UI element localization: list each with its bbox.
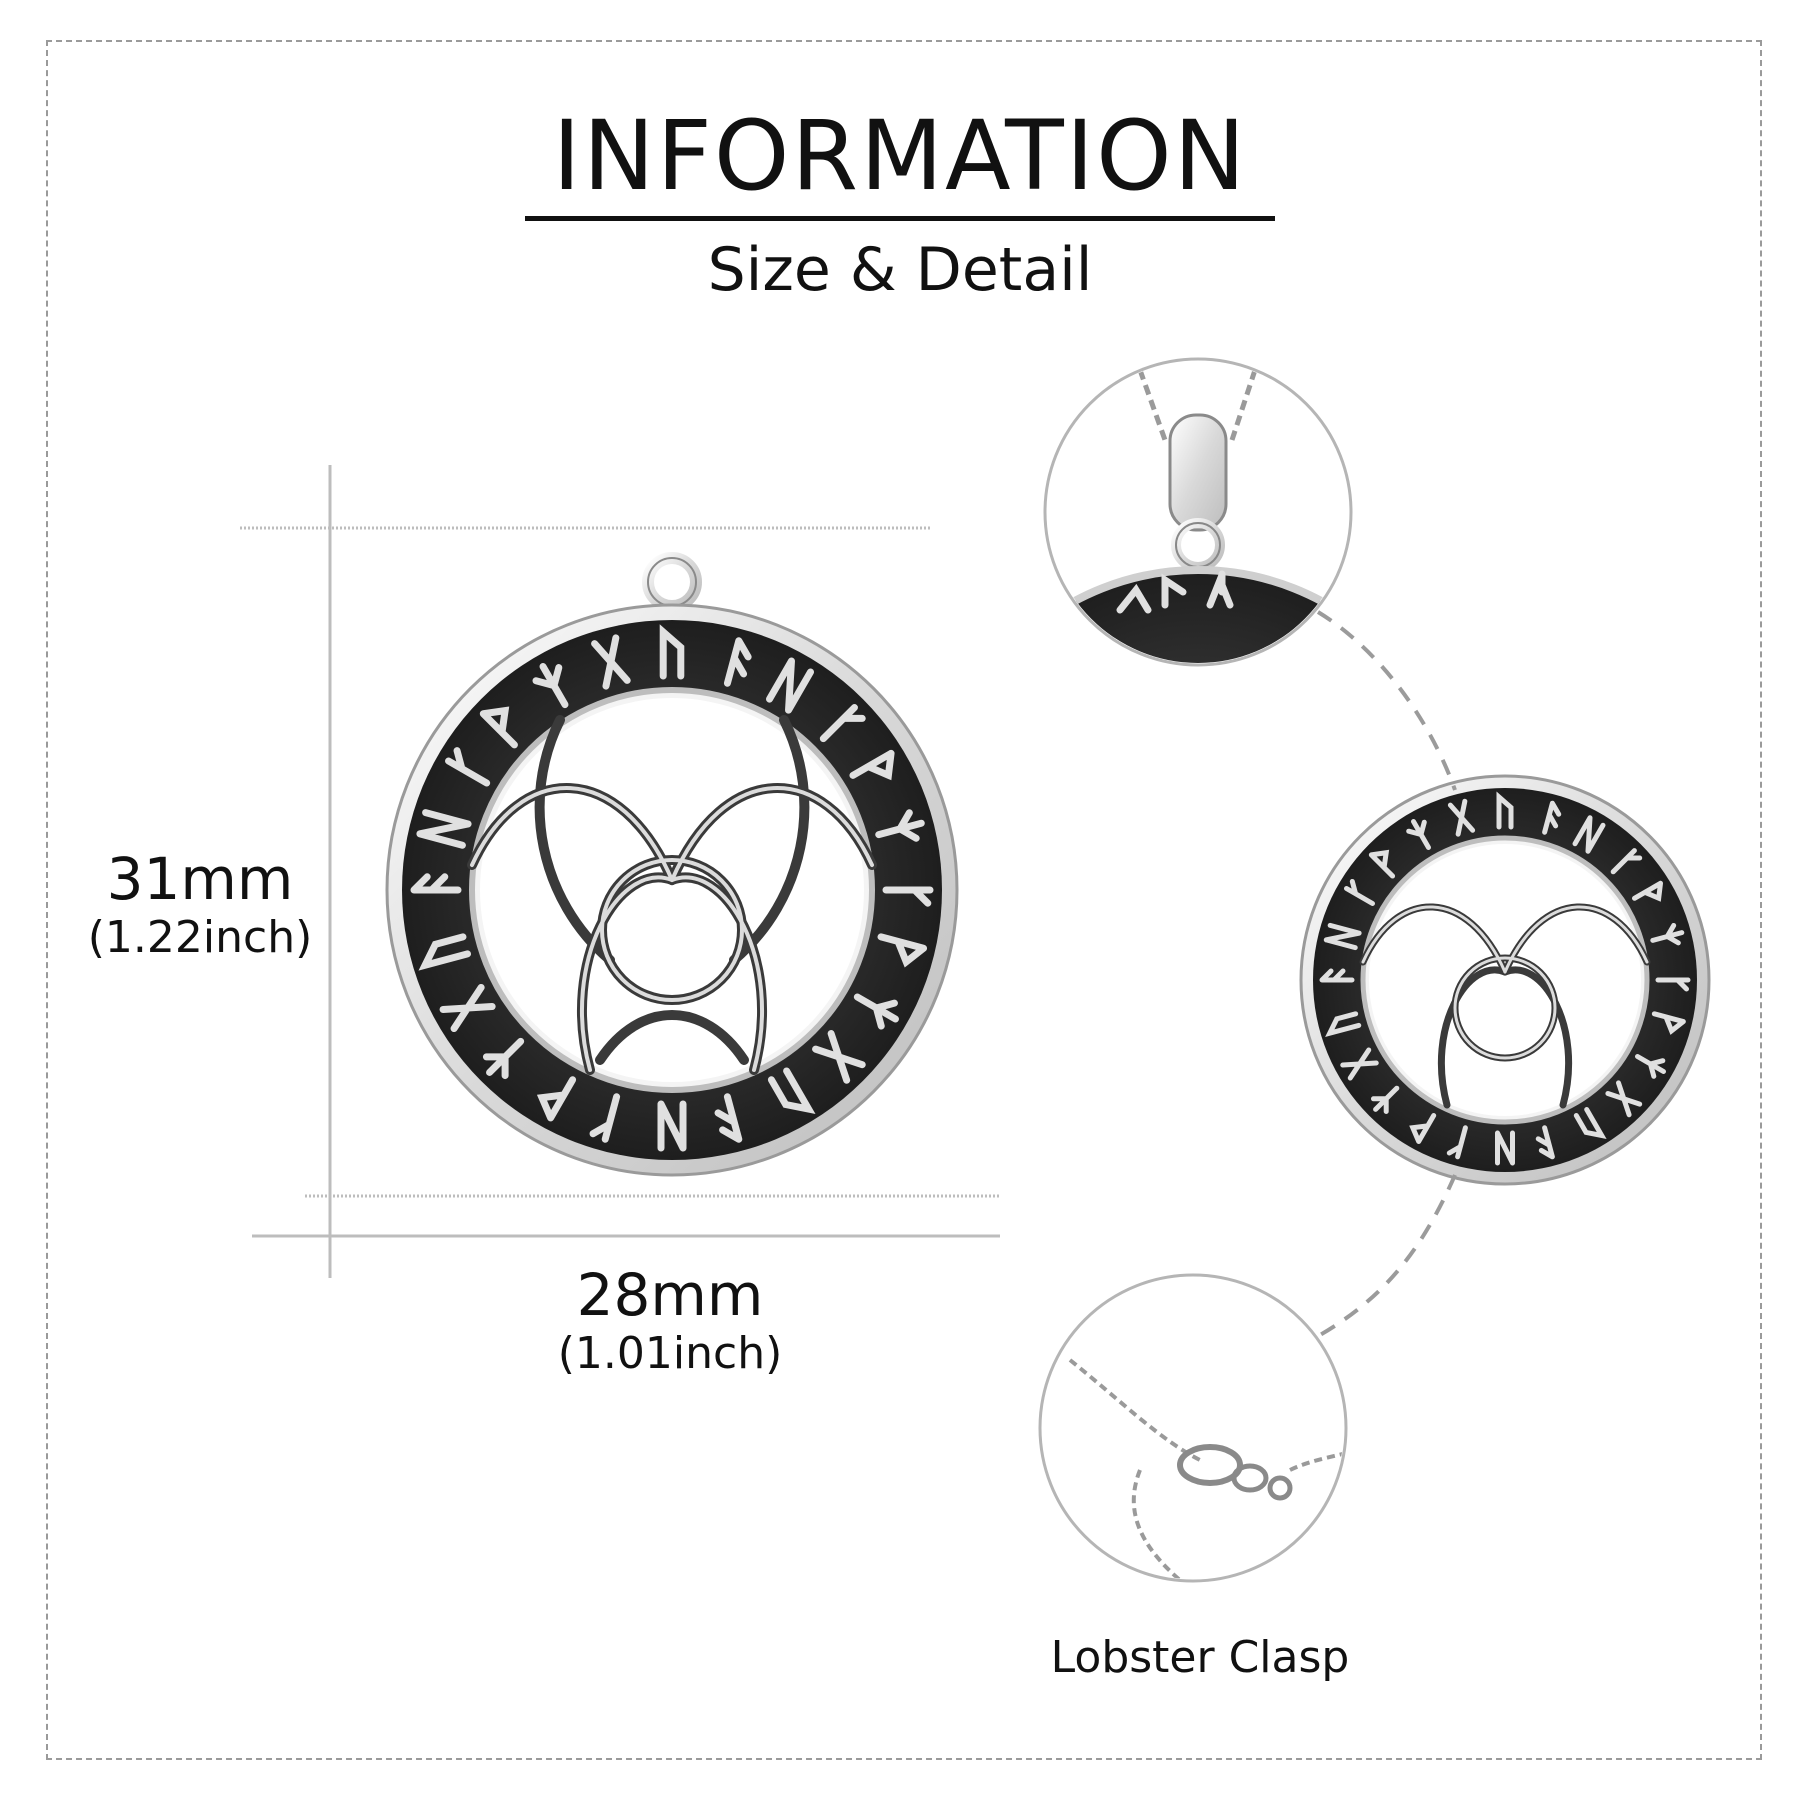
page-title: INFORMATION	[552, 100, 1248, 212]
rune-glyph	[1369, 1082, 1403, 1116]
dashed-frame	[46, 40, 1762, 1760]
clasp-caption: Lobster Clasp	[1050, 1632, 1350, 1683]
upper-connector	[1316, 610, 1457, 791]
rune-glyph	[715, 1097, 739, 1143]
width-mm-label: 28mm	[576, 1261, 764, 1329]
rune-glyph	[1576, 1110, 1601, 1142]
rune-glyph	[1633, 1049, 1668, 1080]
clasp-detail-circle	[1038, 1273, 1348, 1583]
rune-glyph	[1322, 971, 1352, 980]
rune-glyph	[1326, 925, 1359, 947]
rune-glyph	[1499, 797, 1511, 827]
height-dimension: 31mm (1.22inch)	[60, 846, 340, 963]
rune-glyph	[483, 701, 527, 745]
lower-connector	[1318, 1174, 1457, 1337]
main-pendant	[387, 558, 957, 1175]
rune-glyph	[1545, 803, 1561, 834]
rune-glyph	[1608, 1083, 1640, 1115]
rune-glyph	[816, 1034, 863, 1081]
rune-glyph	[1343, 1050, 1376, 1078]
rune-glyph	[851, 986, 902, 1031]
rune-glyph	[532, 660, 577, 711]
rune-glyph	[876, 937, 923, 965]
rune-glyph	[661, 1104, 683, 1148]
rune-glyph	[1498, 1133, 1513, 1163]
height-mm-label: 31mm	[106, 845, 294, 913]
rune-glyph	[886, 890, 930, 903]
rune-glyph	[1449, 1125, 1465, 1156]
rune-glyph	[480, 1032, 530, 1082]
rune-glyph	[1371, 846, 1401, 876]
measurement-guides	[240, 465, 1000, 1278]
pendant-detail-circle	[1301, 776, 1709, 1184]
rune-glyph	[1650, 924, 1684, 949]
rune-glyph	[1408, 1110, 1433, 1142]
rune-glyph	[1406, 817, 1437, 852]
rune-glyph	[771, 1071, 808, 1118]
rune-glyph	[663, 632, 681, 676]
rune-glyph	[1327, 1014, 1359, 1033]
height-inch-label: (1.22inch)	[87, 911, 313, 963]
width-inch-label: (1.01inch)	[557, 1327, 783, 1379]
dashed-connectors	[1316, 610, 1457, 1337]
rune-glyph	[1635, 883, 1667, 908]
rune-glyph	[414, 877, 458, 890]
rune-glyph	[727, 641, 751, 687]
rune-glyph	[449, 750, 494, 783]
rune-ring	[414, 632, 930, 1148]
rune-glyph	[592, 1093, 616, 1139]
rune-glyph	[853, 753, 900, 790]
rune-glyph	[1536, 1128, 1552, 1159]
rune-glyph	[595, 638, 628, 686]
rune-glyph	[1651, 1014, 1683, 1033]
page-subtitle: Size & Detail	[707, 235, 1093, 305]
rune-glyph	[1658, 980, 1688, 989]
rune-glyph	[1347, 881, 1377, 904]
rune-glyph	[1613, 851, 1641, 879]
bail-detail-circle	[1043, 357, 1353, 667]
rune-glyph	[875, 810, 924, 847]
width-dimension: 28mm (1.01inch)	[510, 1262, 830, 1379]
rune-glyph	[769, 661, 810, 710]
rune-glyph	[823, 708, 863, 748]
rune-glyph	[420, 937, 467, 965]
rune-glyph	[1575, 818, 1603, 851]
rune-glyph	[420, 813, 468, 846]
rune-glyph	[1450, 801, 1472, 834]
rune-glyph	[443, 987, 492, 1028]
title-underline	[525, 216, 1275, 221]
rune-glyph	[535, 1071, 572, 1118]
